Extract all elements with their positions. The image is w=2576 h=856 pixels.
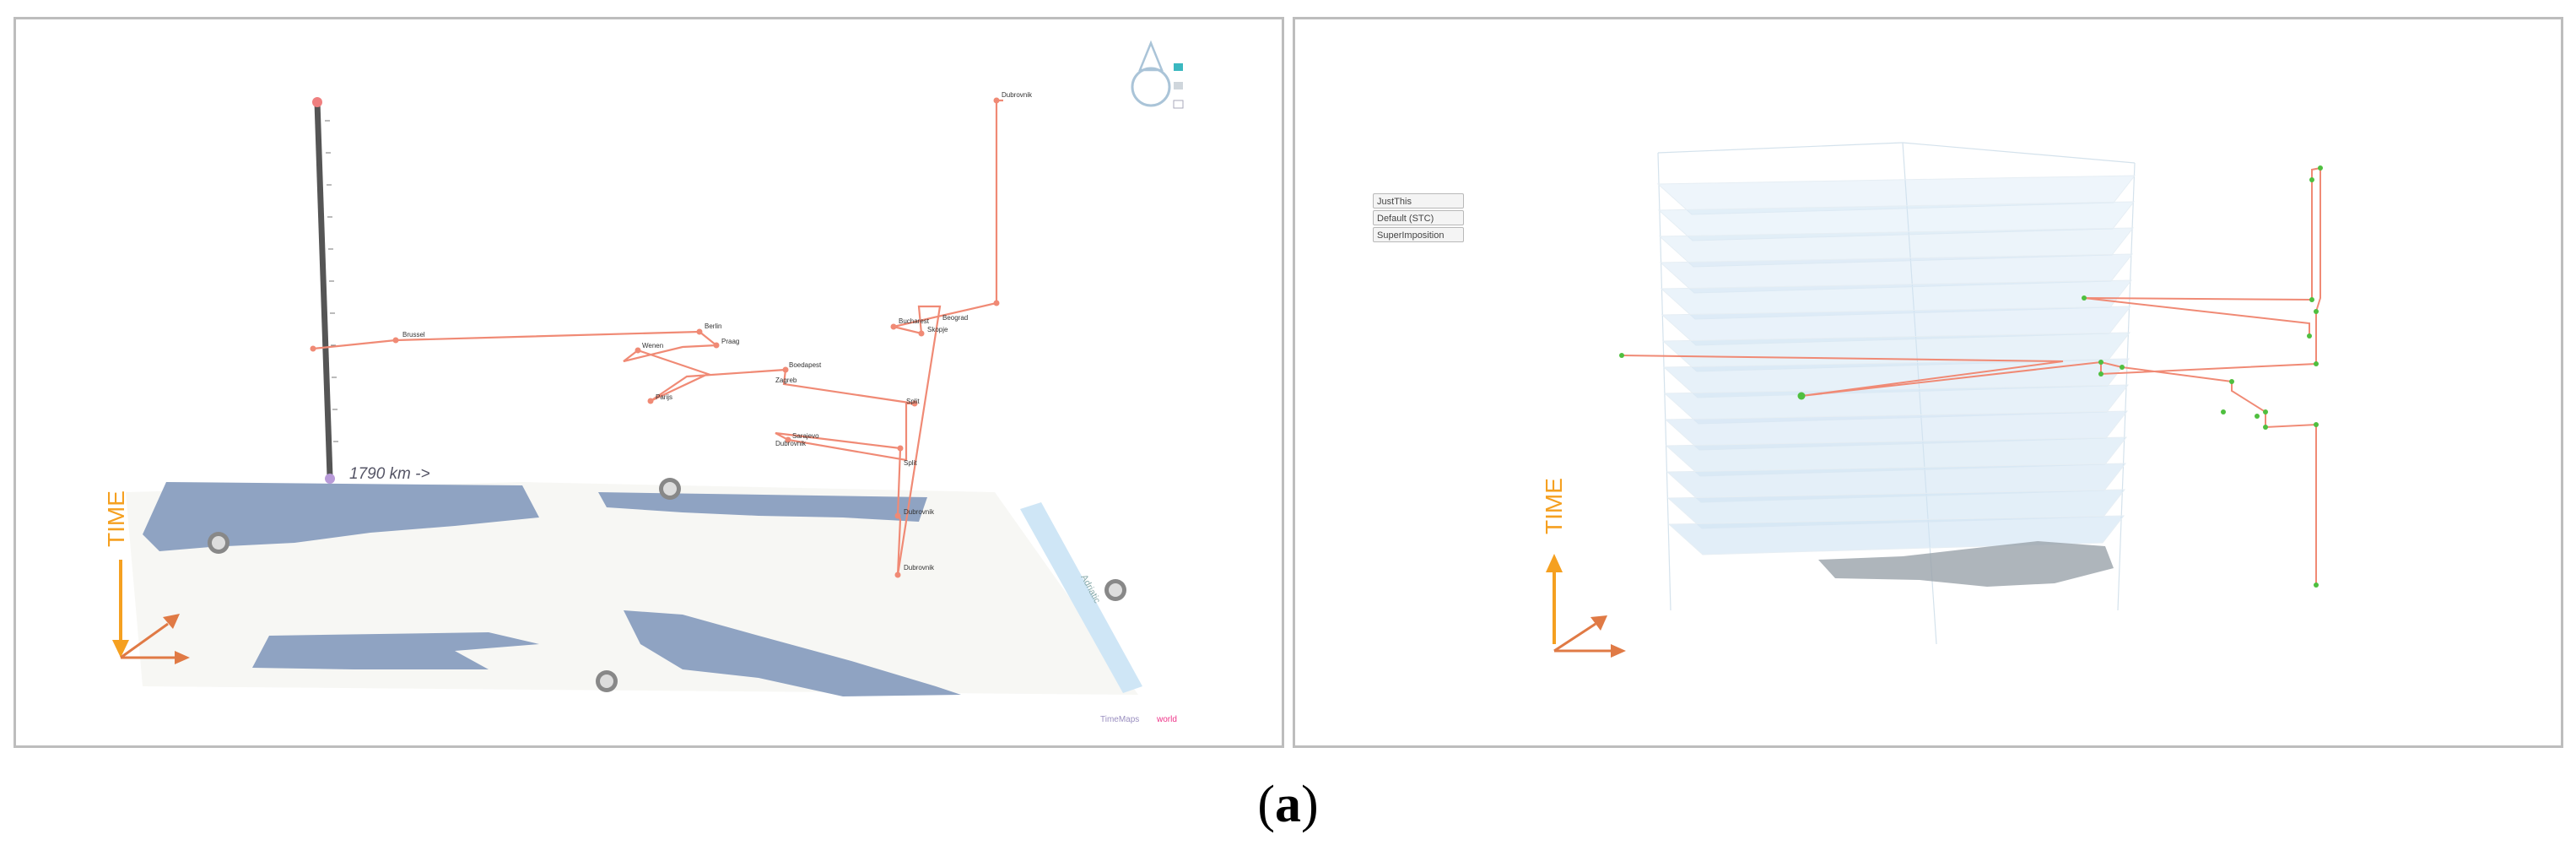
map-land-south-east	[624, 610, 961, 696]
time-layer	[1656, 175, 2136, 215]
map-rotate-control-e[interactable]	[1104, 579, 1126, 601]
mode-button-justthis[interactable]: JustThis	[1373, 193, 1464, 209]
place-label: Berlin	[705, 322, 721, 330]
time-layer	[1658, 227, 2135, 268]
time-axis-label: TIME	[1541, 478, 1567, 534]
time-layer	[1660, 279, 2133, 320]
map-land-south-west	[252, 632, 539, 669]
figure-caption: (a)	[0, 775, 2576, 835]
trajectory-route	[312, 99, 1003, 576]
trajectory-route	[2083, 297, 2310, 336]
mode-button-superimposition[interactable]: SuperImposition	[1373, 227, 1464, 242]
trajectory-route	[2083, 166, 2321, 376]
place-label: Sarajevo	[792, 432, 819, 440]
time-layer	[1661, 332, 2131, 372]
place-label: Praag	[721, 338, 739, 345]
place-label: Split	[904, 459, 917, 467]
time-axis-label: TIME	[103, 490, 129, 547]
place-label: Split	[906, 398, 920, 405]
timeline-bottom-handle[interactable]	[325, 474, 335, 484]
footer-brand-suffix: world	[1156, 715, 1177, 724]
place-label: Boedapest	[789, 361, 822, 369]
map-sea-strip	[1020, 502, 1142, 693]
map-land-north-east	[598, 492, 927, 522]
map-land-north	[143, 482, 539, 551]
place-label: Skopje	[927, 326, 948, 333]
map-rotate-control-n[interactable]	[659, 478, 681, 500]
timeline-axis	[314, 101, 333, 478]
stc-map-canvas: Adriatic 1790 km ->	[103, 40, 1184, 724]
mode-button-default-stc[interactable]: Default (STC)	[1373, 210, 1464, 225]
place-label: Dubrovnik	[904, 508, 935, 516]
place-label: Bucharest	[899, 317, 930, 325]
caption-open-paren: (	[1257, 776, 1275, 833]
time-layer	[1661, 306, 2132, 346]
place-label: Dubrovnik	[1002, 91, 1033, 99]
timeline-top-handle[interactable]	[312, 97, 322, 107]
bottom-layer-map	[1818, 541, 2114, 587]
map-rotate-control-s[interactable]	[596, 670, 618, 692]
place-label: Zagreb	[775, 377, 797, 384]
time-layer	[1657, 201, 2136, 241]
map-rotate-control-nw[interactable]	[208, 532, 230, 554]
time-axes-gizmo: TIME	[103, 490, 190, 664]
distance-label: 1790 km ->	[349, 465, 430, 483]
timeline-ticks	[325, 120, 338, 442]
stc-map-view[interactable]: Adriatic 1790 km ->	[14, 17, 1284, 748]
caption-close-paren: )	[1301, 776, 1319, 833]
place-label: Parijs	[656, 393, 672, 401]
layer-stack	[1656, 175, 2136, 555]
stc-layers-canvas: TIME	[1541, 142, 2323, 658]
compass-icon[interactable]	[1131, 40, 1171, 107]
route-nodes	[310, 97, 1000, 578]
place-label: Beograd	[942, 314, 968, 322]
caption-letter: a	[1275, 776, 1301, 833]
view-mode-icon-active[interactable]	[1174, 63, 1183, 71]
time-axes-gizmo: TIME	[1541, 478, 1626, 658]
view-mode-icon[interactable]	[1174, 82, 1183, 89]
place-label: Dubrovnik	[775, 440, 807, 447]
view-mode-icon[interactable]	[1173, 100, 1184, 109]
place-label: Wenen	[642, 342, 663, 349]
route-nodes	[1619, 165, 2323, 588]
place-label: Dubrovnik	[904, 564, 935, 572]
place-label: Brussel	[402, 331, 425, 339]
time-layer	[1659, 253, 2134, 294]
stc-layers-view[interactable]: TIME JustThis Default (STC) SuperImposit…	[1293, 17, 2563, 748]
footer-brand: TimeMaps	[1100, 715, 1139, 724]
